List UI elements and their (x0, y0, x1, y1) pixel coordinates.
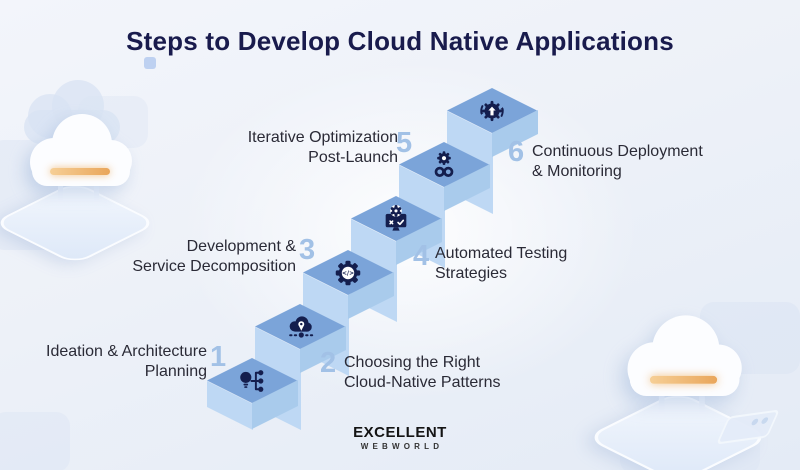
cloud-upload-illustration-left (0, 80, 159, 265)
step-number-1: 1 (210, 341, 227, 373)
monitor-test-check-icon (381, 203, 412, 234)
step-label-line: Choosing the Right (344, 354, 481, 371)
step-label-line: Planning (144, 362, 207, 380)
step-label-line: Cloud-Native Patterns (344, 373, 501, 391)
step-label-line: Service Decomposition (132, 257, 296, 275)
step-label-2: Choosing the Right Cloud-Native Patterns (344, 353, 501, 392)
step-label-line: Continuous Deployment (532, 143, 703, 160)
step-number-2: 2 (320, 347, 337, 379)
svg-text:</>: </> (342, 270, 354, 277)
background-shape (0, 412, 70, 470)
cloud-icon (627, 313, 744, 403)
step-label-line: Iterative Optimization (247, 129, 398, 146)
step-label-5: Iterative Optimization Post-Launch (248, 128, 398, 167)
step-6-block (447, 88, 538, 214)
cloud-stand (658, 393, 665, 417)
cloud-loading-bar (649, 375, 718, 384)
cloud-location-pin-icon (285, 311, 316, 342)
step-label-6: Continuous Deployment & Monitoring (532, 142, 703, 181)
step-label-line: Ideation & Architecture (46, 343, 207, 360)
step-1-block (207, 358, 298, 430)
step-label-line: Strategies (435, 264, 508, 282)
step-label-3: Development & Service Decomposition (132, 237, 296, 276)
cloud-stand (94, 184, 99, 204)
step-label-line: Development & (186, 238, 296, 255)
page-title: Steps to Develop Cloud Native Applicatio… (126, 26, 674, 56)
step-5-block (399, 142, 490, 268)
cloud-stand (699, 393, 705, 417)
step-label-line: & Monitoring (532, 162, 622, 180)
brand-logo: EXCELLENT WEBWORLD (0, 424, 800, 451)
cloud-icon (30, 112, 134, 192)
step-label-line: Automated Testing (435, 245, 568, 262)
step-number-4: 4 (413, 240, 430, 272)
brand-logo-tagline: WEBWORLD (360, 442, 444, 451)
step-number-3: 3 (299, 234, 316, 266)
cloud-loading-bar (50, 168, 110, 175)
step-3-block: </> (303, 250, 394, 376)
step-label-1: Ideation & Architecture Planning (46, 342, 207, 381)
lightbulb-flowchart-icon (237, 365, 268, 396)
step-2-block (255, 304, 346, 430)
cloud-stand (58, 184, 63, 204)
gear-deploy-cycle-icon (477, 95, 508, 126)
gear-infinity-icon (429, 149, 460, 180)
step-number-5: 5 (396, 127, 413, 159)
gear-code-icon: </> (333, 257, 364, 288)
step-4-block (351, 196, 442, 322)
brand-logo-name: EXCELLENT (353, 424, 447, 441)
cloud-upload-illustration-right (584, 282, 772, 470)
step-label-line: Post-Launch (308, 148, 398, 166)
step-label-4: Automated Testing Strategies (435, 244, 567, 283)
background-chip (144, 57, 156, 69)
step-number-6: 6 (508, 136, 525, 168)
